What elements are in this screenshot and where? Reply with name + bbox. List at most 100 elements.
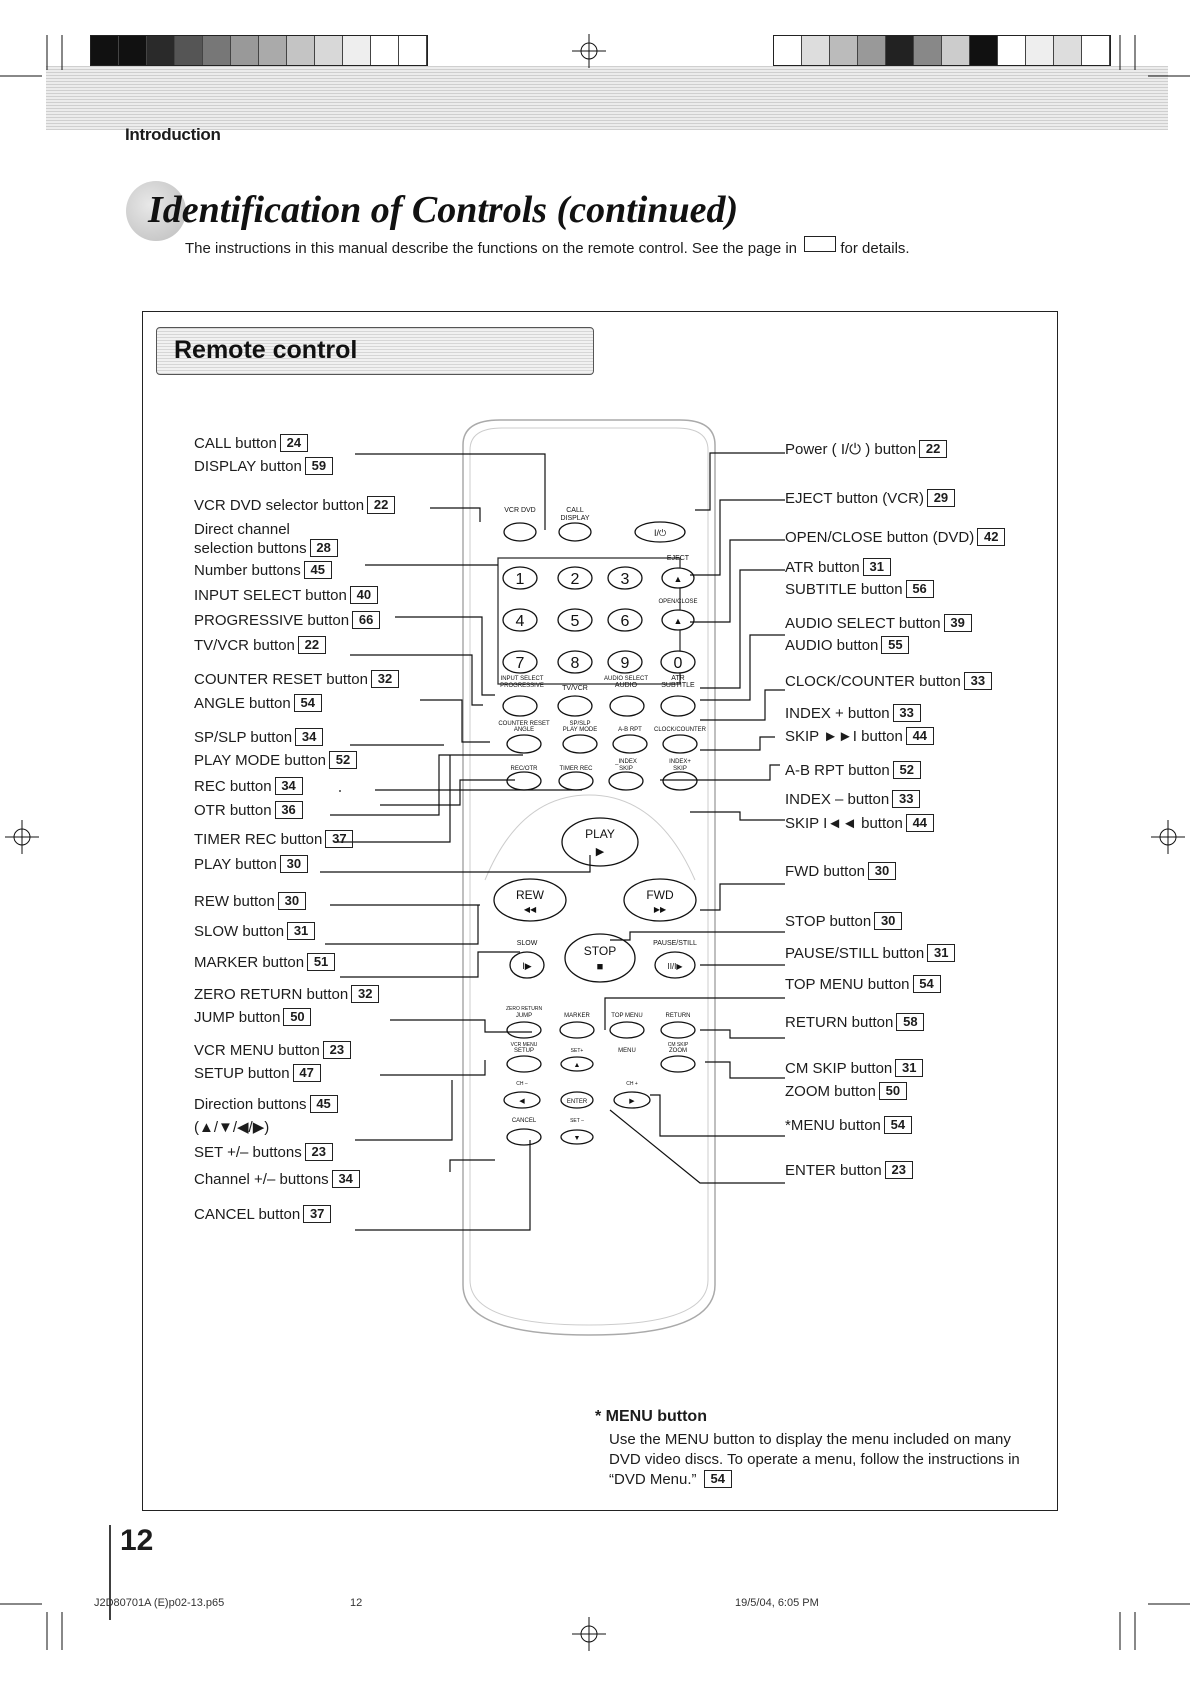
rew-label: REW [516,888,545,902]
left-label-ref: 66 [352,611,381,629]
number-button-6 [607,608,643,632]
right-label-ref: 44 [905,814,934,832]
number-label-4: 4 [516,613,525,630]
left-label-text: PROGRESSIVE button [194,612,350,629]
slow-label: SLOW [517,940,538,947]
left-label-text: DISPLAY button [194,458,302,475]
vcr-dvd-label: VCR DVD [504,507,536,514]
input-select-button [502,695,538,717]
audio-label: AUDIO [615,682,638,689]
right-label-ref: 54 [912,975,941,993]
play-icon: ▶ [596,846,605,858]
display-label: DISPLAY [560,515,589,522]
number-label-0: 0 [674,655,683,672]
number-label-6: 6 [621,613,630,630]
right-label-text: FWD button [785,863,866,880]
right-label-text: *MENU button [785,1117,881,1134]
left-label-text: CANCEL button [194,1206,301,1223]
eject-icon: ▲ [674,574,683,584]
title-ornament [126,181,186,241]
right-label-ref: 23 [884,1161,913,1179]
left-label-text: ANGLE button [194,695,291,712]
setup-label: SETUP [514,1048,534,1054]
right-label-ref: 31 [862,558,891,576]
play-button [561,817,639,867]
right-label-ref: 29 [926,489,955,507]
right-label-ref: 56 [905,580,934,598]
left-label-ref: 45 [309,1095,338,1113]
left-label-ref: 34 [295,728,324,746]
left-label-text: Direction buttons [194,1096,307,1113]
call-label: CALL [566,507,584,514]
skip-back-button [608,771,644,791]
clock-counter-label: CLOCK/COUNTER [654,727,707,733]
callout-lines [320,452,785,1231]
panel-title: Remote control [174,336,358,364]
remote-body-inner [469,427,709,1326]
left-label-text: MARKER button [194,954,305,971]
right-label-text: A-B RPT button [785,762,890,779]
right-label-text: SKIP ►►I button [785,728,903,745]
number-label-5: 5 [571,613,580,630]
left-label-ref: 31 [287,922,316,940]
nav-arc [484,794,696,881]
atr-subtitle-button [660,695,696,717]
number-button-4 [502,608,538,632]
right-label-text: AUDIO button [785,637,879,654]
right-label-ref: 58 [896,1013,925,1031]
note-text: Use the MENU button to display the menu … [609,1431,1020,1488]
right-label-text: OPEN/CLOSE button (DVD) [785,529,975,546]
intro-text: The instructions in this manual describe… [185,236,910,257]
left-label-ref: 45 [303,561,332,579]
setup-button [506,1055,542,1073]
rec-otr-label: REC/OTR [511,766,539,772]
left-label-text: (▲/▼/◀/▶) [194,1119,270,1136]
pause-still-label: PAUSE/STILL [653,940,697,947]
number-label-1: 1 [516,571,525,588]
rew-icon: ◀◀ [524,905,537,914]
jump-label: JUMP [516,1013,532,1019]
subtitle-label: SUBTITLE [661,682,695,689]
intro-tail: for details. [840,240,910,257]
left-label-text: selection buttons [194,540,307,557]
cm-skip-label: CM SKIP [668,1042,689,1048]
number-button-9 [607,650,643,674]
right-label-text: EJECT button (VCR) [785,490,924,507]
power-label: I/⏻ [654,528,666,538]
note-body: Use the MENU button to display the menu … [609,1430,1039,1490]
power-button [634,521,686,543]
right-label-ref: 31 [895,1059,924,1077]
stop-label: STOP [584,944,616,958]
set-minus-icon: ▼ [574,1135,581,1142]
header-band [46,66,1168,130]
marker-label: MARKER [564,1013,590,1019]
right-label-ref: 31 [927,944,956,962]
left-label-ref: 54 [293,694,322,712]
angle-label: ANGLE [514,727,534,733]
set-minus-button [560,1129,594,1145]
number-button-8 [557,650,593,674]
footer-page: 12 [350,1597,363,1609]
right-label-text: SKIP I◄◄ button [785,815,903,832]
right-label-text: ZOOM button [785,1083,876,1100]
stop-button [564,933,636,983]
footer-date: 19/5/04, 6:05 PM [735,1597,819,1609]
set-plus-button [560,1056,594,1072]
left-label-text: Channel +/– buttons [194,1171,329,1188]
right-label-text: RETURN button [785,1014,894,1031]
return-button [660,1021,696,1039]
left-label-ref: 40 [349,586,378,604]
